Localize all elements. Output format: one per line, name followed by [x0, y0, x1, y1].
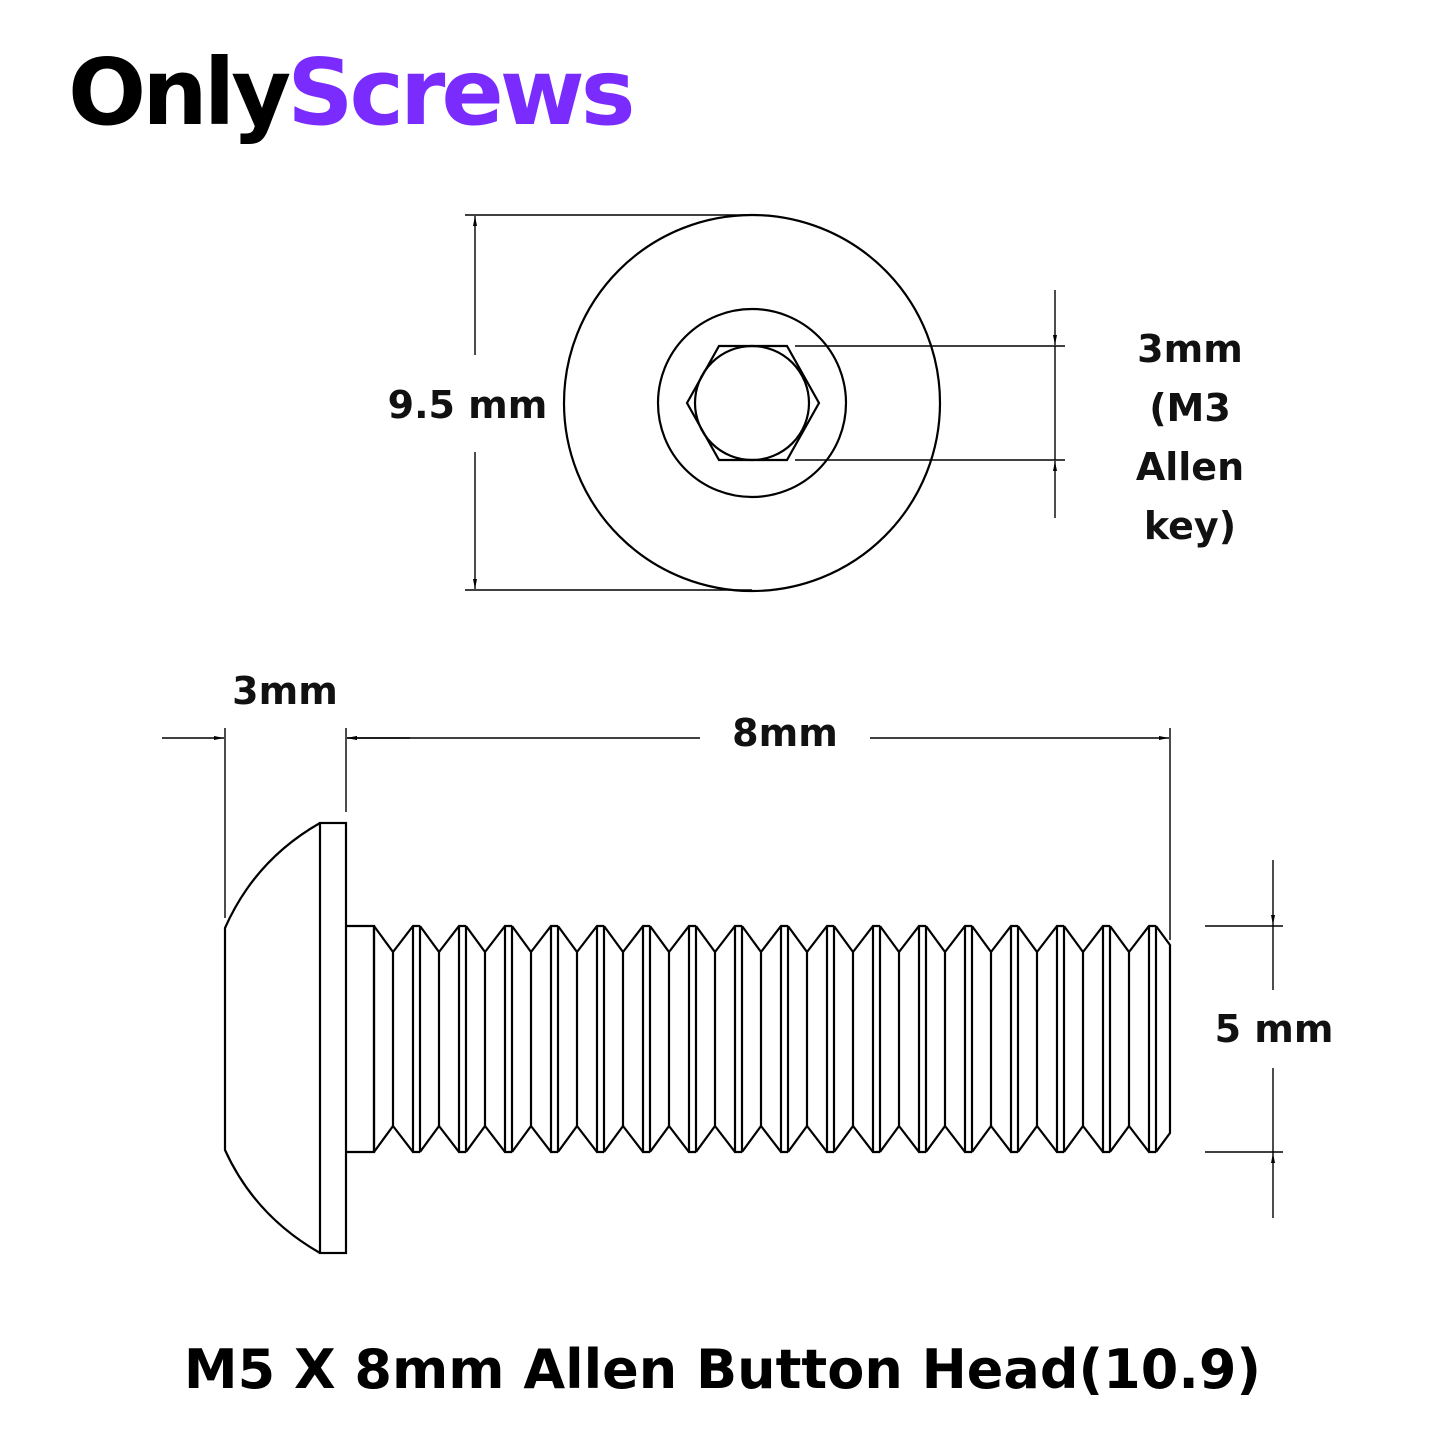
thread-line	[779, 926, 790, 1152]
thread-line	[1155, 925, 1172, 1153]
thread-line	[484, 924, 512, 1154]
thread-line	[1082, 924, 1110, 1154]
thread-line	[641, 926, 652, 1152]
thread-line	[1063, 925, 1085, 1153]
logo-part-only: Only	[68, 39, 291, 146]
thread-line	[1055, 926, 1066, 1152]
thread-line	[871, 926, 882, 1152]
thread-line	[1109, 925, 1131, 1153]
thread-line	[1009, 926, 1020, 1152]
head-outer-circle	[562, 213, 942, 593]
logo-part-screws: Screws	[287, 39, 635, 146]
thread-line	[1147, 926, 1158, 1152]
hex-size-note: (M3 Allen key)	[1135, 385, 1245, 548]
head-inner-circle	[656, 307, 848, 499]
thread-diameter-label: 5 mm	[1200, 1000, 1348, 1059]
thread-line	[419, 925, 441, 1153]
thread-line	[879, 925, 901, 1153]
top-view	[465, 213, 1065, 593]
thread-line	[392, 924, 420, 1154]
thread-line	[595, 926, 606, 1152]
hex-inner-circle	[693, 344, 811, 462]
thread-line	[1128, 924, 1156, 1154]
threads	[372, 924, 1172, 1154]
thread-line	[971, 925, 993, 1153]
product-title: M5 X 8mm Allen Button Head(10.9)	[183, 1338, 1262, 1401]
thread-line	[465, 925, 487, 1153]
head-diameter-label: 9.5 mm	[380, 376, 555, 435]
thread-line	[695, 925, 717, 1153]
thread-line	[503, 926, 514, 1152]
thread-line	[411, 926, 422, 1152]
thread-line	[760, 924, 788, 1154]
thread-line	[438, 924, 466, 1154]
thread-line	[825, 926, 836, 1152]
button-head-dome	[223, 822, 321, 1254]
thread-line	[806, 924, 834, 1154]
thread-line	[1101, 926, 1112, 1152]
shank	[346, 924, 376, 1154]
thread-line	[833, 925, 855, 1153]
length-label: 8mm	[705, 704, 865, 763]
hex-size-label: 3mm (M3 Allen key)	[1075, 320, 1305, 556]
thread-line	[944, 924, 972, 1154]
thread-line	[990, 924, 1018, 1154]
thread-line	[576, 924, 604, 1154]
thread-line	[687, 926, 698, 1152]
thread-line	[714, 924, 742, 1154]
thread-line	[733, 926, 744, 1152]
head-height-label: 3mm	[232, 669, 338, 713]
thread-line	[787, 925, 809, 1153]
hex-size-value: 3mm	[1137, 327, 1243, 371]
thread-line	[373, 925, 395, 1153]
thread-line	[963, 926, 974, 1152]
thread-line	[898, 924, 926, 1154]
thread-line	[457, 926, 468, 1152]
thread-line	[549, 926, 560, 1152]
thread-line	[622, 924, 650, 1154]
thread-line	[649, 925, 671, 1153]
head-flange	[318, 821, 348, 1255]
thread-line	[1017, 925, 1039, 1153]
thread-line	[603, 925, 625, 1153]
thread-line	[925, 925, 947, 1153]
logo: OnlyScrews	[68, 39, 636, 146]
hex-socket	[685, 344, 821, 462]
thread-line	[917, 926, 928, 1152]
thread-line	[557, 925, 579, 1153]
thread-line	[852, 924, 880, 1154]
thread-line	[530, 924, 558, 1154]
side-view	[162, 728, 1283, 1255]
thread-line	[668, 924, 696, 1154]
thread-line	[511, 925, 533, 1153]
thread-line	[1036, 924, 1064, 1154]
thread-line	[741, 925, 763, 1153]
